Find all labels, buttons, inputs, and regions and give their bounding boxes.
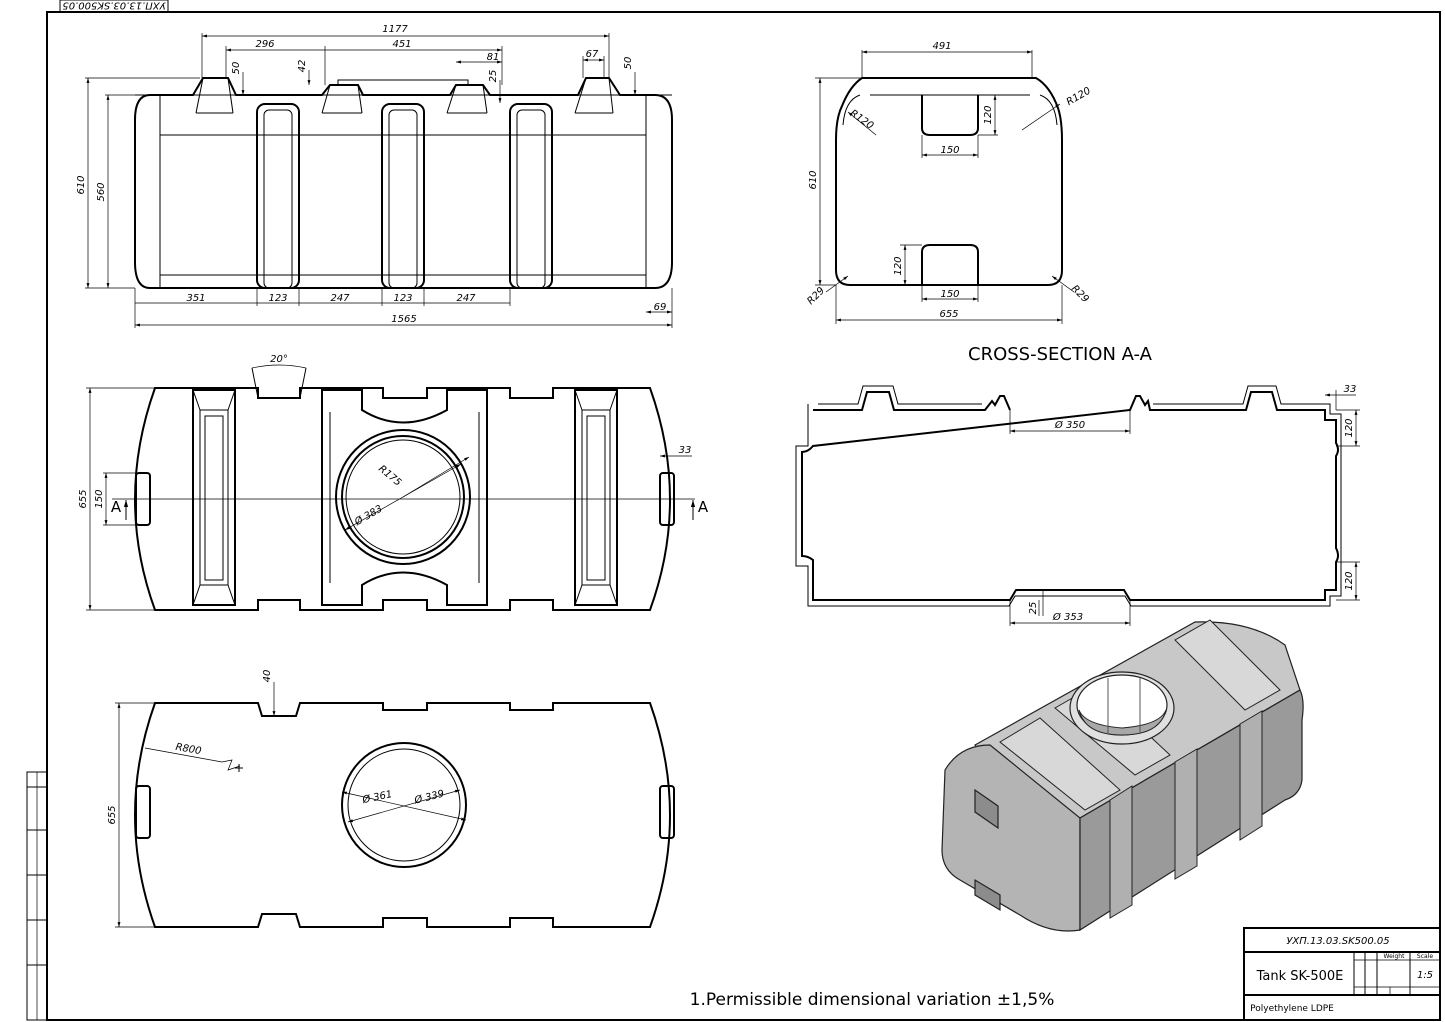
top-view: 20° R175 Ø 383 A A 655 150	[78, 354, 709, 611]
dim-351: 351	[186, 293, 205, 304]
front-rib-1	[256, 103, 300, 289]
dim-50-left: 50	[231, 62, 242, 75]
section-view: CROSS-SECTION A-A Ø 350 33 120 120 25 Ø …	[795, 344, 1360, 626]
dim-120-section-bottom: 120	[1344, 571, 1355, 590]
section-mark-right: A	[698, 498, 709, 516]
weight-label: Weight	[1384, 953, 1406, 960]
dim-81: 81	[487, 52, 500, 63]
dim-296: 296	[255, 39, 274, 50]
dim-r120-right: R120	[1065, 86, 1093, 109]
dim-25-section: 25	[1028, 602, 1039, 615]
side-body-outline	[835, 77, 1063, 286]
section-outline	[801, 391, 1339, 601]
section-mark-left: A	[111, 498, 122, 516]
dim-33-top: 33	[679, 445, 692, 456]
dim-120-bottom: 120	[893, 256, 904, 275]
dim-d339: Ø 339	[412, 788, 445, 807]
dim-247-a: 247	[330, 293, 350, 304]
dim-d353: Ø 353	[1052, 611, 1083, 623]
bottom-body-outline	[134, 702, 671, 928]
scale-label: Scale	[1417, 953, 1433, 960]
dim-655-bottom: 655	[107, 805, 118, 824]
dim-67: 67	[586, 49, 599, 60]
dim-610-side: 610	[808, 170, 819, 189]
dim-r175: R175	[376, 464, 403, 489]
dim-123-b: 123	[393, 293, 412, 304]
bottom-neck-outer	[341, 742, 467, 868]
scale-value: 1:5	[1417, 970, 1433, 981]
dim-610: 610	[76, 175, 87, 194]
dim-1565: 1565	[391, 314, 416, 325]
side-top-handle	[921, 95, 979, 136]
dim-40: 40	[262, 670, 273, 683]
dim-560: 560	[96, 182, 107, 201]
dim-120-top: 120	[983, 105, 994, 124]
section-title: CROSS-SECTION A-A	[968, 344, 1153, 365]
side-bottom-handle	[921, 244, 979, 285]
dim-491: 491	[932, 41, 951, 52]
dim-r29-left: R29	[805, 285, 827, 307]
material: Polyethylene LDPE	[1250, 1004, 1334, 1014]
dim-d383: Ø 383	[352, 503, 385, 529]
dim-150-bottom: 150	[940, 289, 959, 300]
dim-1177: 1177	[382, 24, 408, 35]
dim-655-side: 655	[939, 309, 958, 320]
isometric-view	[941, 619, 1304, 932]
top-neck-outer	[335, 429, 471, 565]
front-view: 1177 296 451 81 67 50 42 25 50 610 560	[76, 24, 673, 328]
dim-69: 69	[654, 302, 667, 313]
dim-247-b: 247	[456, 293, 476, 304]
dim-r120-left: R120	[848, 108, 876, 132]
dim-33-section: 33	[1344, 384, 1357, 395]
doc-number: УХП.13.03.SK500.05	[1286, 936, 1389, 947]
product-name: Tank SK-500E	[1256, 969, 1344, 984]
dim-d361: Ø 361	[360, 788, 393, 806]
dim-42: 42	[297, 60, 308, 73]
dim-20deg: 20°	[270, 354, 288, 365]
front-rib-2	[381, 103, 425, 289]
side-view: 491 R120 R120 120 150 610 120 150 R29 R2…	[805, 41, 1093, 324]
title-block: УХП.13.03.SK500.05 Tank SK-500E Weight S…	[1243, 927, 1441, 1021]
general-note: 1.Permissible dimensional variation ±1,5…	[690, 990, 1055, 1010]
dim-50-right: 50	[623, 57, 634, 70]
front-rib-3	[509, 103, 553, 289]
dim-120-section-top: 120	[1344, 418, 1355, 437]
corner-stamp: УХП.13.03.SK500.05	[62, 0, 165, 11]
dim-25: 25	[488, 70, 499, 83]
sheet-frame: УХП.13.03.SK500.05	[26, 0, 1441, 1021]
dim-d350: Ø 350	[1054, 419, 1085, 431]
dim-r800: R800	[175, 742, 203, 757]
dim-r29-right: R29	[1069, 283, 1091, 305]
dim-451: 451	[392, 39, 411, 50]
dim-123-a: 123	[268, 293, 287, 304]
dim-150-top-view: 150	[94, 489, 105, 508]
dim-655-top: 655	[78, 489, 89, 508]
bottom-view: Ø 361 Ø 339 R800 40 655	[107, 670, 675, 928]
dim-150-top: 150	[940, 145, 959, 156]
